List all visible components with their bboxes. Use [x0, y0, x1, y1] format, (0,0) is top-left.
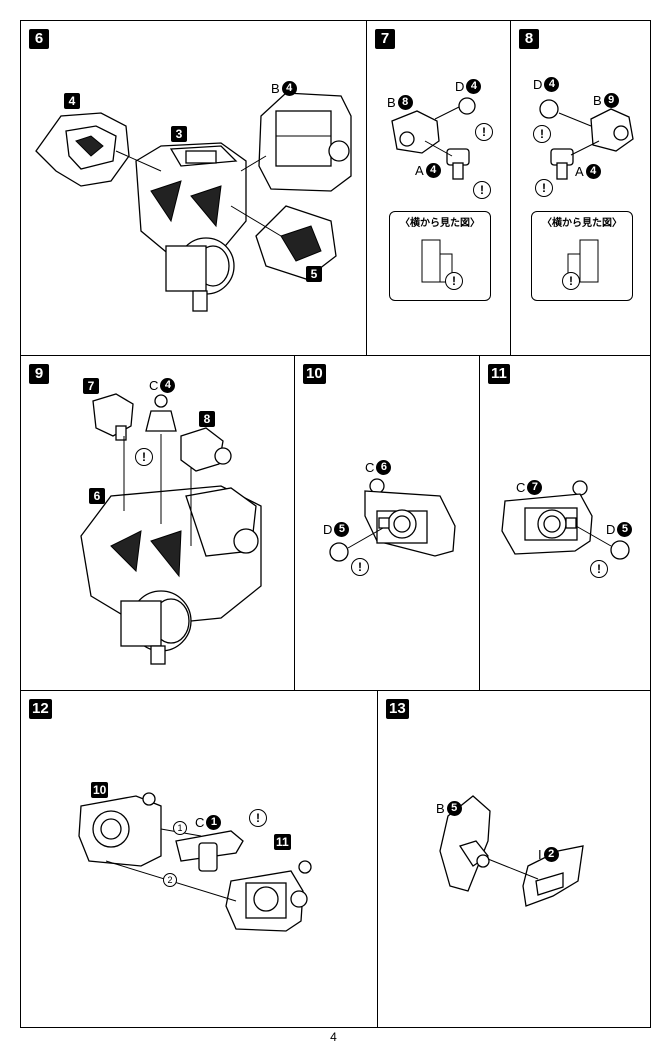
caution-icon: ! [249, 809, 267, 827]
step-number: 13 [386, 699, 409, 719]
step-11-illustration [501, 480, 630, 560]
step-number: 6 [29, 29, 49, 49]
step-9-illustration [80, 393, 262, 665]
part-tag-8: 8 [199, 411, 215, 427]
part-tag-4: 4 [64, 93, 80, 109]
order-marker-1: 1 [173, 821, 187, 835]
step-number: 8 [519, 29, 539, 49]
part-tag-6: 6 [89, 488, 105, 504]
step-8-illustration [539, 99, 634, 180]
side-view-caption: 〈横から見た図〉 [542, 218, 622, 229]
caution-icon: ! [135, 448, 153, 466]
caution-icon: ! [535, 179, 553, 197]
side-view-caption: 〈横から見た図〉 [400, 218, 480, 229]
step-13-illustration [439, 795, 584, 907]
step-12-illustration [78, 792, 312, 932]
caution-icon: ! [475, 123, 493, 141]
part-tag-7: 7 [83, 378, 99, 394]
caution-icon: ! [445, 272, 463, 290]
caution-icon: ! [473, 181, 491, 199]
part-tag-5: 5 [306, 266, 322, 282]
caution-icon: ! [590, 560, 608, 578]
step-7-illustration [391, 97, 476, 180]
step-number: 12 [29, 699, 52, 719]
step-number: 9 [29, 364, 49, 384]
step-10-illustration [329, 478, 456, 562]
step-number: 10 [303, 364, 326, 384]
caution-icon: ! [533, 125, 551, 143]
part-tag-11: 11 [274, 834, 291, 850]
step-6-illustration [35, 92, 352, 312]
step-number: 7 [375, 29, 395, 49]
part-tag-10: 10 [91, 782, 109, 798]
step-number: 11 [488, 364, 510, 384]
part-tag-3: 3 [171, 126, 187, 142]
caution-icon: ! [562, 272, 580, 290]
order-marker-2: 2 [163, 873, 177, 887]
caution-icon: ! [351, 558, 369, 576]
page-number: 4 [330, 1030, 337, 1044]
side-view-box: 〈横から見た図〉 ! [531, 211, 633, 301]
side-view-box: 〈横から見た図〉 ! [389, 211, 491, 301]
